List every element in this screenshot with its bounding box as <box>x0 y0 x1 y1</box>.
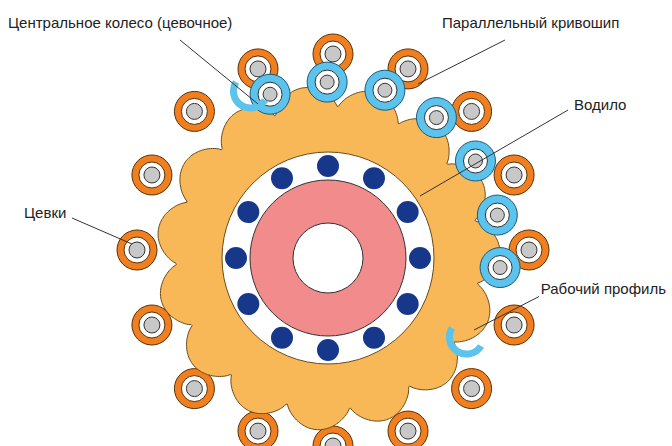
pin-sleeve <box>459 376 485 402</box>
leader-line <box>180 40 258 104</box>
crank-sleeve <box>488 256 512 280</box>
bearing-ball <box>397 293 419 315</box>
pin-sleeve <box>516 237 542 263</box>
pin-sleeve <box>459 98 485 124</box>
pin <box>132 155 172 195</box>
pin <box>174 91 214 131</box>
pin-ring <box>117 34 549 446</box>
crank-sleeve <box>463 149 487 173</box>
pin-core <box>506 167 522 183</box>
pin-core <box>144 167 160 183</box>
leader-line <box>474 296 540 330</box>
cycloid-disc <box>158 88 500 430</box>
pin-sleeve <box>501 162 527 188</box>
crank-label: Параллельный кривошип <box>440 14 621 32</box>
bearing-ball <box>237 293 259 315</box>
pin-core <box>325 46 341 62</box>
leader-lines <box>72 40 568 330</box>
working-profile <box>233 82 265 108</box>
crank-sleeve <box>315 70 339 94</box>
pin-core <box>250 61 266 77</box>
pin-core <box>521 242 537 258</box>
pin-core <box>464 381 480 397</box>
pin <box>494 155 534 195</box>
pins-label: Цевки <box>22 204 68 222</box>
bearing-ball <box>409 247 431 269</box>
carrier-hole <box>293 223 363 293</box>
pin-sleeve <box>139 312 165 338</box>
parallel-cranks <box>233 62 520 354</box>
carrier-disc <box>250 180 406 336</box>
bearing-ball <box>317 155 339 177</box>
bearing-balls <box>225 155 431 361</box>
crank-core <box>429 111 443 125</box>
profile-label: Рабочий профиль <box>539 280 668 298</box>
pin <box>117 230 157 270</box>
bearing-ball <box>363 327 385 349</box>
pin-core <box>144 317 160 333</box>
carrier-bearing-ring <box>222 152 434 364</box>
bearing-ball <box>225 247 247 269</box>
crank-sleeve <box>485 203 509 227</box>
pin-sleeve <box>124 237 150 263</box>
pin <box>494 305 534 345</box>
pin-sleeve <box>320 433 346 446</box>
crank-core <box>493 261 507 275</box>
pin <box>452 91 492 131</box>
bearing-ball <box>271 167 293 189</box>
pin-sleeve <box>245 418 271 444</box>
bearing-ball <box>237 201 259 223</box>
crank <box>307 62 347 102</box>
crank <box>416 98 456 138</box>
crank-sleeve <box>373 78 397 102</box>
carrier-label: Водило <box>572 96 628 114</box>
bearing-ball <box>363 167 385 189</box>
bearing-ball <box>317 339 339 361</box>
pin-sleeve <box>501 312 527 338</box>
working-profile <box>449 328 481 354</box>
pin-core <box>129 242 145 258</box>
leader-line <box>420 110 568 196</box>
pin <box>238 411 278 446</box>
leader-line <box>418 40 505 84</box>
crank <box>480 248 520 288</box>
bearing-ball <box>271 327 293 349</box>
wheel-label: Центральное колесо (цевочное) <box>6 14 234 32</box>
crank <box>477 195 517 235</box>
pin-core <box>186 103 202 119</box>
pin-sleeve <box>395 418 421 444</box>
pin-core <box>506 317 522 333</box>
pin <box>452 369 492 409</box>
pin-core <box>186 381 202 397</box>
crank <box>365 70 405 110</box>
pin-core <box>400 423 416 439</box>
pin-sleeve <box>139 162 165 188</box>
leader-line <box>72 218 132 244</box>
pin-core <box>250 423 266 439</box>
crank-core <box>263 87 277 101</box>
crank <box>455 141 495 181</box>
crank-core <box>490 208 504 222</box>
pin-sleeve <box>181 98 207 124</box>
crank-core <box>320 75 334 89</box>
pin-sleeve <box>181 376 207 402</box>
crank-sleeve <box>424 106 448 130</box>
pin-core <box>464 103 480 119</box>
pin-core <box>400 61 416 77</box>
pin-core <box>325 438 341 446</box>
bearing-ball <box>397 201 419 223</box>
crank-core <box>378 83 392 97</box>
